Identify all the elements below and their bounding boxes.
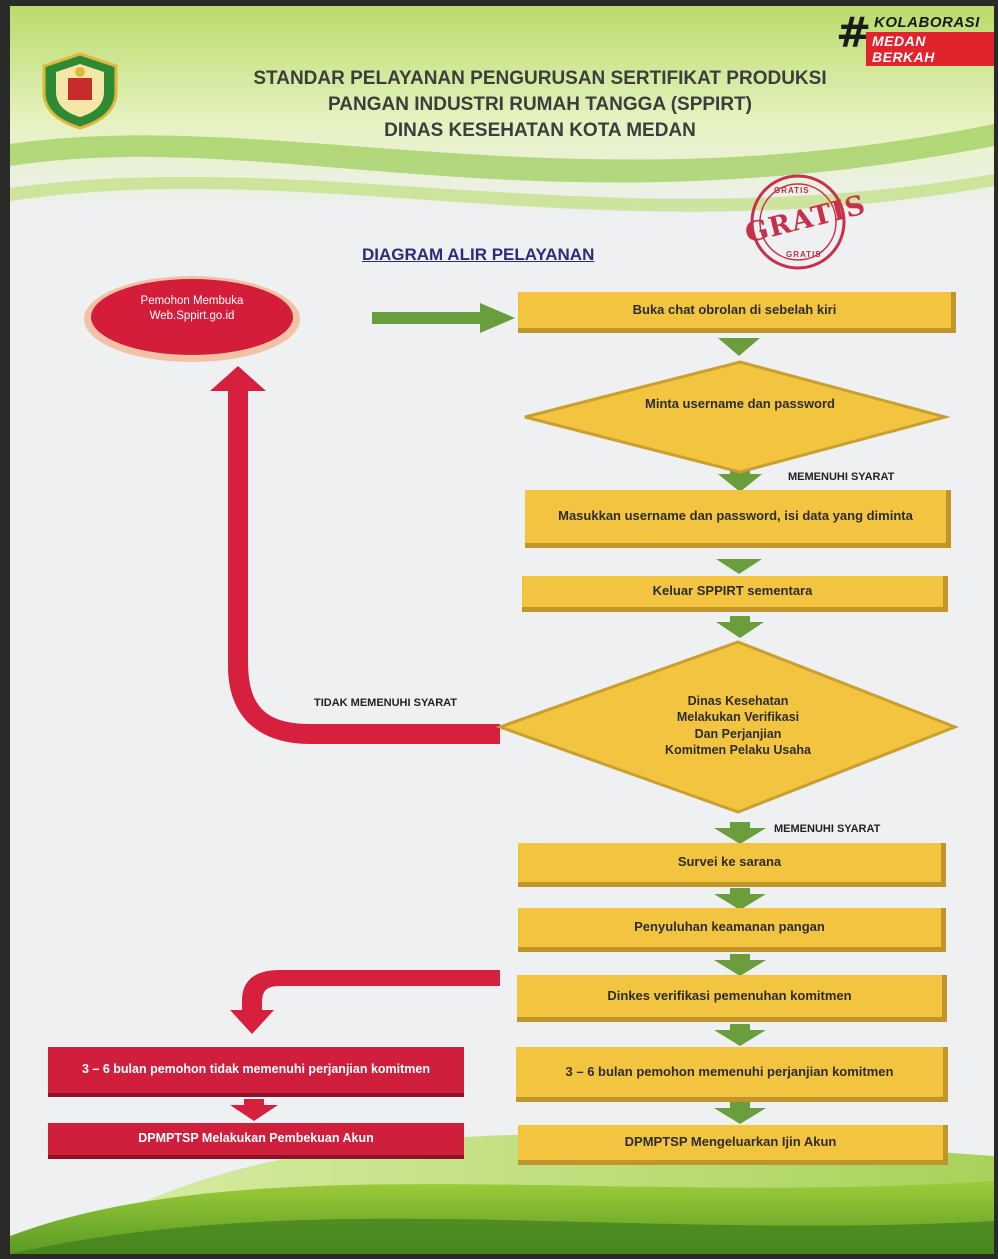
decision-verifikasi-line: Dinas Kesehatan [687,694,789,708]
arrow-masukkan-down [716,559,762,574]
step-penyuluhan: Penyuluhan keamanan pangan [518,908,946,952]
step-masukkan: Masukkan username dan password, isi data… [525,490,951,548]
decision-diamond-username [524,360,951,474]
title-line-1: STANDAR PELAYANAN PENGURUSAN SERTIFIKAT … [253,68,827,89]
red-branch-arrow [230,970,500,1034]
poster: # KOLABORASI MEDAN BERKAH STANDAR PELAYA… [10,6,994,1254]
arrow-start-to-chat [372,303,515,333]
arrow-dinkes-down [714,1024,766,1046]
decision-verifikasi-text: Dinas Kesehatan Melakukan Verifikasi Dan… [608,693,868,758]
title-line-2: PANGAN INDUSTRI RUMAH TANGGA (SPPIRT) [328,94,752,115]
label-memenuhi-syarat-2: MEMENUHI SYARAT [774,823,881,835]
gratis-stamp [750,174,846,270]
step-keluar-sppirt: Keluar SPPIRT sementara [522,576,948,612]
decision-verifikasi-line: Komitmen Pelaku Usaha [665,742,811,757]
stamp-bottom-text: GRATIS [786,250,822,259]
decision-verifikasi-line: Melakukan Verifikasi [676,710,800,725]
decision-verifikasi-line: Dan Perjanjian [694,726,782,741]
step-dinkes-verifikasi: Dinkes verifikasi pemenuhan komitmen [517,975,947,1022]
kolaborasi-text: KOLABORASI [874,14,980,31]
decision-diamond-verifikasi [495,640,960,814]
medan-berkah-badge: MEDAN BERKAH [866,32,994,66]
step-memenuhi-komitmen: 3 – 6 bulan pemohon memenuhi perjanjian … [516,1047,948,1102]
label-tidak-memenuhi-syarat: TIDAK MEMENUHI SYARAT [314,697,458,709]
hashtag-mark: # [836,8,872,57]
start-node-text: Pemohon Membuka Web.Sppirt.go.id [140,295,244,322]
arrow-decision1-down [718,466,762,492]
arrow-chat-down [718,338,760,356]
arrow-keluar-down [716,616,764,638]
red-loop-arrow [210,366,500,744]
diagram-heading: DIAGRAM ALIR PELAYANAN [362,245,595,264]
arrow-survei-down [714,888,766,910]
red-down-arrow [230,1099,278,1121]
fail-pembekuan-akun: DPMPTSP Melakukan Pembekuan Akun [48,1123,464,1159]
decision-username-text: Minta username dan password [645,396,835,411]
title-line-3: DINAS KESEHATAN KOTA MEDAN [384,120,696,141]
arrow-penyuluhan-down [714,954,766,976]
stamp-top-text: GRATIS [774,186,810,195]
arrow-memenuhi-down [714,1102,766,1124]
fail-tidak-memenuhi: 3 – 6 bulan pemohon tidak memenuhi perja… [48,1047,464,1097]
start-oval [91,279,293,355]
step-ijin-akun: DPMPTSP Mengeluarkan Ijin Akun [518,1125,948,1165]
step-survei: Survei ke sarana [518,843,946,887]
label-memenuhi-syarat-1: MEMENUHI SYARAT [788,471,895,483]
medan-city-logo [42,52,118,130]
arrow-decision2-down [714,822,766,844]
header-swoosh [10,124,994,183]
green-arrows [372,303,766,1124]
step-buka-chat: Buka chat obrolan di sebelah kiri [518,292,956,333]
